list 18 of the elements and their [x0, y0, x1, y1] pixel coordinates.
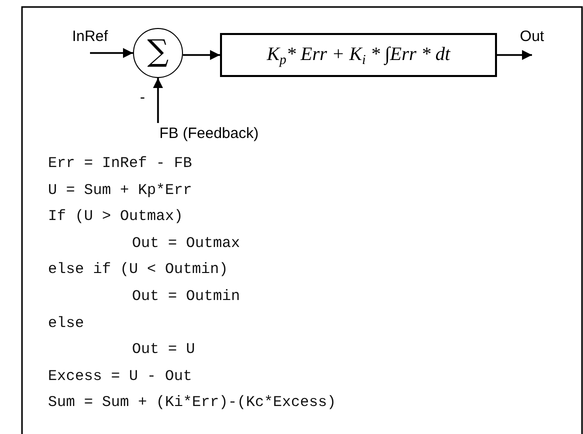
code-line: U = Sum + Kp*Err: [48, 182, 192, 199]
code-line: else: [48, 314, 84, 332]
code-line: Err = InRef - FB: [48, 155, 192, 172]
code-line: Out = Outmax: [132, 234, 240, 252]
arrow: [497, 50, 532, 60]
arrow: [183, 50, 220, 60]
signal-label: InRef: [62, 26, 118, 46]
signal-label: Out: [512, 26, 552, 46]
code-line: Out = Outmin: [132, 288, 240, 305]
signal-label: FB (Feedback): [144, 123, 274, 143]
code-line: else if (U < Outmin): [48, 261, 228, 278]
summing-junction: ∑: [133, 28, 183, 78]
code-line: Out = U: [132, 341, 196, 358]
code-line: Sum = Sum + (Ki*Err)-(Kc*Excess): [48, 394, 336, 412]
arrow: [153, 78, 163, 123]
code-line: If (U > Outmax): [48, 208, 184, 226]
code-line: Excess = U - Out: [48, 368, 192, 385]
arrow: [90, 48, 133, 58]
